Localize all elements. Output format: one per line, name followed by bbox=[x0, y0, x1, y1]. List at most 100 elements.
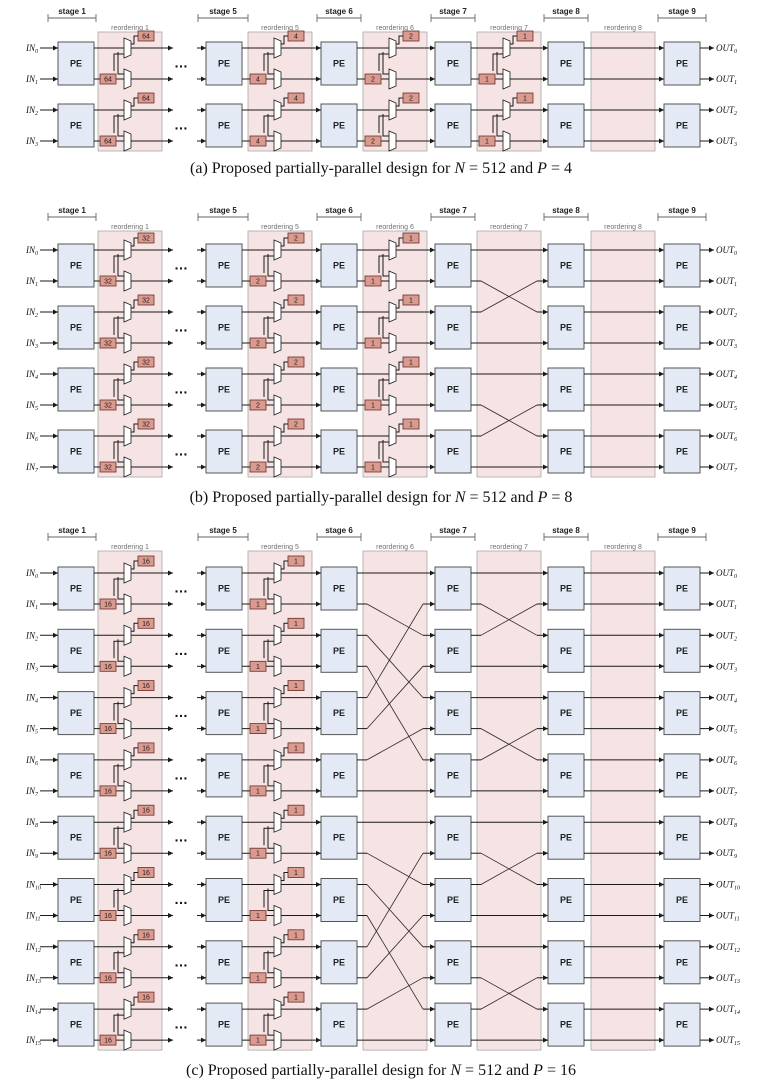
pe-label: PE bbox=[218, 584, 230, 594]
input-arrow bbox=[53, 247, 58, 253]
crossover-wire bbox=[480, 728, 538, 761]
crossover-wire bbox=[366, 635, 424, 698]
arrow bbox=[316, 278, 321, 284]
mux-crosslink bbox=[382, 52, 389, 75]
arrow bbox=[168, 757, 173, 763]
crossover-wire bbox=[366, 915, 424, 979]
delay-buffer-value: 2 bbox=[371, 139, 375, 146]
arrow bbox=[168, 433, 173, 439]
mux-crosslink bbox=[117, 316, 124, 339]
arrow bbox=[659, 278, 664, 284]
mux-crosslink bbox=[496, 114, 503, 137]
delay-buffer-bottom bbox=[249, 135, 267, 147]
output-label: OUT1 bbox=[716, 599, 737, 611]
arrow bbox=[316, 726, 321, 732]
pe-block bbox=[57, 367, 95, 412]
delay-link bbox=[281, 560, 288, 570]
input-label: IN3 bbox=[25, 136, 38, 148]
arrow bbox=[316, 882, 321, 887]
output-label: OUT5 bbox=[716, 724, 737, 736]
arrow bbox=[316, 1037, 321, 1043]
pe-label: PE bbox=[70, 1020, 82, 1030]
input-label: IN6 bbox=[25, 755, 38, 767]
pe-block bbox=[663, 243, 701, 288]
arrow bbox=[543, 433, 548, 439]
output-label: OUT2 bbox=[716, 630, 737, 642]
ellipsis: … bbox=[174, 891, 188, 907]
delay-buffer-value: 4 bbox=[256, 77, 260, 84]
mux-bottom bbox=[123, 717, 132, 740]
delay-buffer-bottom bbox=[99, 972, 117, 984]
mux-bottom bbox=[502, 68, 511, 90]
arrow bbox=[659, 107, 664, 113]
input-arrow bbox=[53, 726, 58, 732]
arrow bbox=[316, 107, 321, 113]
output-arrow bbox=[709, 882, 714, 887]
pe-block bbox=[434, 429, 472, 474]
delay-buffer-value: 16 bbox=[142, 745, 150, 752]
arrow bbox=[659, 1037, 664, 1043]
arrow bbox=[316, 464, 321, 470]
mux-top bbox=[123, 811, 132, 833]
arrow bbox=[430, 76, 435, 82]
pe-block bbox=[57, 815, 95, 860]
pe-label: PE bbox=[70, 708, 82, 718]
mux-crosslink bbox=[263, 827, 274, 846]
arrow bbox=[543, 464, 548, 470]
pe-label: PE bbox=[560, 708, 572, 718]
mux-crosslink bbox=[496, 52, 503, 75]
delay-buffer-bottom bbox=[99, 399, 117, 411]
output-label: OUT5 bbox=[716, 400, 737, 412]
pe-block bbox=[205, 429, 243, 474]
pe-block bbox=[547, 367, 585, 412]
delay-buffer-value: 4 bbox=[294, 34, 298, 41]
arrow bbox=[430, 247, 435, 253]
pe-label: PE bbox=[70, 584, 82, 594]
delay-buffer-value: 1 bbox=[256, 1038, 260, 1045]
pe-block bbox=[434, 753, 472, 798]
crossover-wire bbox=[366, 603, 424, 698]
arrow bbox=[543, 601, 548, 607]
input-label: IN8 bbox=[25, 817, 38, 829]
arrow bbox=[168, 76, 173, 82]
arrow bbox=[543, 1037, 548, 1043]
mux-top bbox=[388, 99, 397, 121]
reordering-label: reordering 1 bbox=[111, 224, 149, 231]
arrow bbox=[168, 788, 173, 794]
input-arrow bbox=[53, 76, 58, 82]
arrow bbox=[168, 882, 173, 887]
input-label: IN11 bbox=[25, 911, 41, 923]
mux-bottom bbox=[273, 717, 282, 740]
mux-crosslink bbox=[263, 1014, 274, 1033]
arrow bbox=[168, 340, 173, 346]
mux-bottom bbox=[273, 456, 282, 478]
delay-buffer-bottom bbox=[99, 660, 117, 672]
arrow bbox=[543, 975, 548, 981]
delay-buffer-value: 2 bbox=[409, 96, 413, 103]
mux-crosslink bbox=[263, 578, 274, 596]
mux-crosslink bbox=[113, 640, 124, 659]
pe-block bbox=[547, 628, 585, 673]
arrow bbox=[430, 726, 435, 732]
input-label: IN0 bbox=[25, 43, 38, 55]
pe-block bbox=[663, 566, 701, 611]
output-arrow bbox=[709, 632, 714, 638]
mux-top bbox=[502, 99, 511, 121]
pe-label: PE bbox=[676, 323, 688, 333]
arrow bbox=[316, 601, 321, 607]
pe-block bbox=[320, 305, 358, 350]
arrow bbox=[201, 944, 206, 950]
arrow bbox=[316, 76, 321, 82]
output-label: OUT8 bbox=[716, 817, 737, 829]
reordering-label: reordering 8 bbox=[604, 544, 642, 551]
reordering-label: reordering 5 bbox=[261, 224, 299, 231]
output-label: OUT3 bbox=[716, 136, 737, 148]
pe-block bbox=[205, 753, 243, 798]
output-label: OUT3 bbox=[716, 338, 737, 350]
stage-label: stage 9 bbox=[668, 206, 696, 215]
mux-crosslink bbox=[113, 317, 124, 335]
mux-crosslink bbox=[113, 441, 124, 459]
arrow bbox=[430, 882, 435, 887]
arrow bbox=[201, 309, 206, 315]
arrow bbox=[543, 76, 548, 82]
